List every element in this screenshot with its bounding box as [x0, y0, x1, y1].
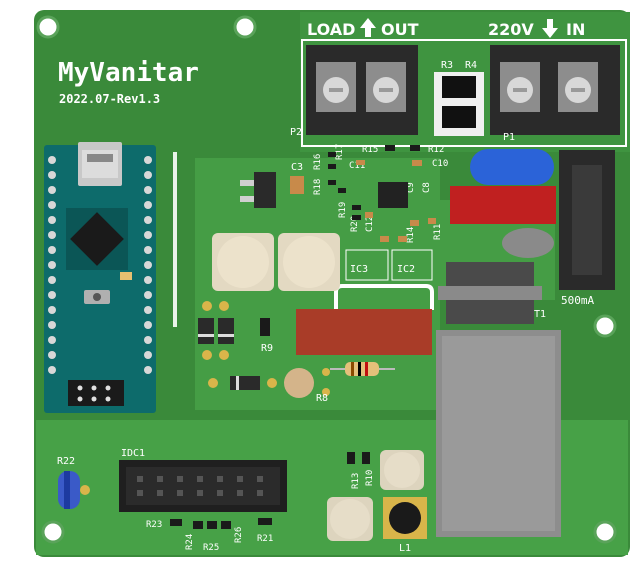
r9-label: R9	[261, 343, 273, 354]
arrow-up-icon	[360, 18, 376, 37]
c12-label: C12	[365, 216, 375, 232]
p1-label: P1	[503, 132, 515, 143]
r14-label: R14	[406, 227, 416, 243]
r8-trimmer	[284, 368, 314, 398]
c10-label: C10	[432, 159, 448, 169]
r26-label: R26	[234, 527, 244, 543]
c9-label: C9	[406, 182, 416, 193]
ic2-label: IC2	[397, 264, 415, 275]
mounting-holes	[36, 15, 617, 544]
r15-label: R15	[362, 145, 378, 155]
mains-voltage-label: 220V	[488, 20, 534, 39]
bottom-beige-caps	[327, 450, 424, 541]
out-label: OUT	[381, 20, 419, 39]
p2-label: P2	[290, 127, 302, 138]
diodes	[198, 301, 277, 390]
l1-label: L1	[399, 543, 411, 554]
beige-capacitors	[212, 233, 340, 291]
x-capacitor-blue	[470, 149, 554, 185]
r25-label: R25	[203, 543, 219, 553]
x-capacitor-red	[450, 186, 556, 224]
idc1-connector	[119, 460, 287, 512]
idc1-label: IDC1	[121, 448, 145, 459]
t1-label: T1	[534, 309, 546, 320]
r21-label: R21	[257, 534, 273, 544]
inductor-l1	[383, 497, 427, 539]
voltage-regulator	[240, 172, 276, 208]
r24-label: R24	[185, 534, 195, 550]
r12-label: R12	[428, 145, 444, 155]
ic3-outline	[345, 249, 389, 281]
r10-resistor	[362, 452, 370, 464]
terminal-silk-box	[301, 39, 627, 147]
in-label: IN	[566, 20, 585, 39]
r3-label: R3	[441, 60, 453, 71]
r20-label: R20	[350, 216, 360, 232]
r4-label: R4	[465, 60, 477, 71]
r11-label: R11	[433, 224, 443, 240]
r22-trimmer	[58, 471, 90, 509]
grey-capacitor	[502, 228, 554, 258]
relay-top	[442, 336, 555, 531]
arrow-down-icon	[542, 19, 558, 38]
r13-label: R13	[351, 473, 361, 489]
silk-line	[173, 152, 177, 327]
r16-label: R16	[313, 154, 323, 170]
c8-label: C8	[422, 182, 432, 193]
load-label: LOAD	[307, 20, 355, 39]
bottom-smd-resistors	[170, 518, 272, 529]
c11-label: C11	[349, 161, 365, 171]
r10-label: R10	[365, 470, 375, 486]
varistor	[296, 309, 432, 355]
r13-resistor	[347, 452, 355, 464]
ic3-label: IC3	[350, 264, 368, 275]
transformer-t1	[438, 262, 542, 324]
c3-capacitor	[290, 176, 304, 194]
arduino-nano-module	[44, 142, 156, 413]
r8-label: R8	[316, 393, 328, 404]
fuse-rating-label: 500mA	[561, 294, 594, 307]
r18-label: R18	[313, 179, 323, 195]
shunt-resistors	[434, 72, 484, 136]
r17-label: R17	[335, 144, 345, 160]
r23-label: R23	[146, 520, 162, 530]
board-revision: 2022.07-Rev1.3	[59, 92, 160, 106]
r22-label: R22	[57, 456, 75, 467]
axial-resistor	[330, 362, 395, 376]
fuse-holder	[559, 150, 615, 290]
r9-resistor	[260, 318, 270, 336]
ic2-outline	[391, 249, 433, 281]
c3-label: C3	[291, 162, 303, 173]
terminal-block-p1	[490, 45, 620, 135]
smd-components	[328, 145, 436, 242]
terminal-block-p2	[306, 45, 418, 135]
board-title: MyVanitar	[58, 58, 199, 88]
r8-pad-2	[322, 388, 330, 396]
r8-pad	[322, 368, 330, 376]
r19-label: R19	[338, 202, 348, 218]
